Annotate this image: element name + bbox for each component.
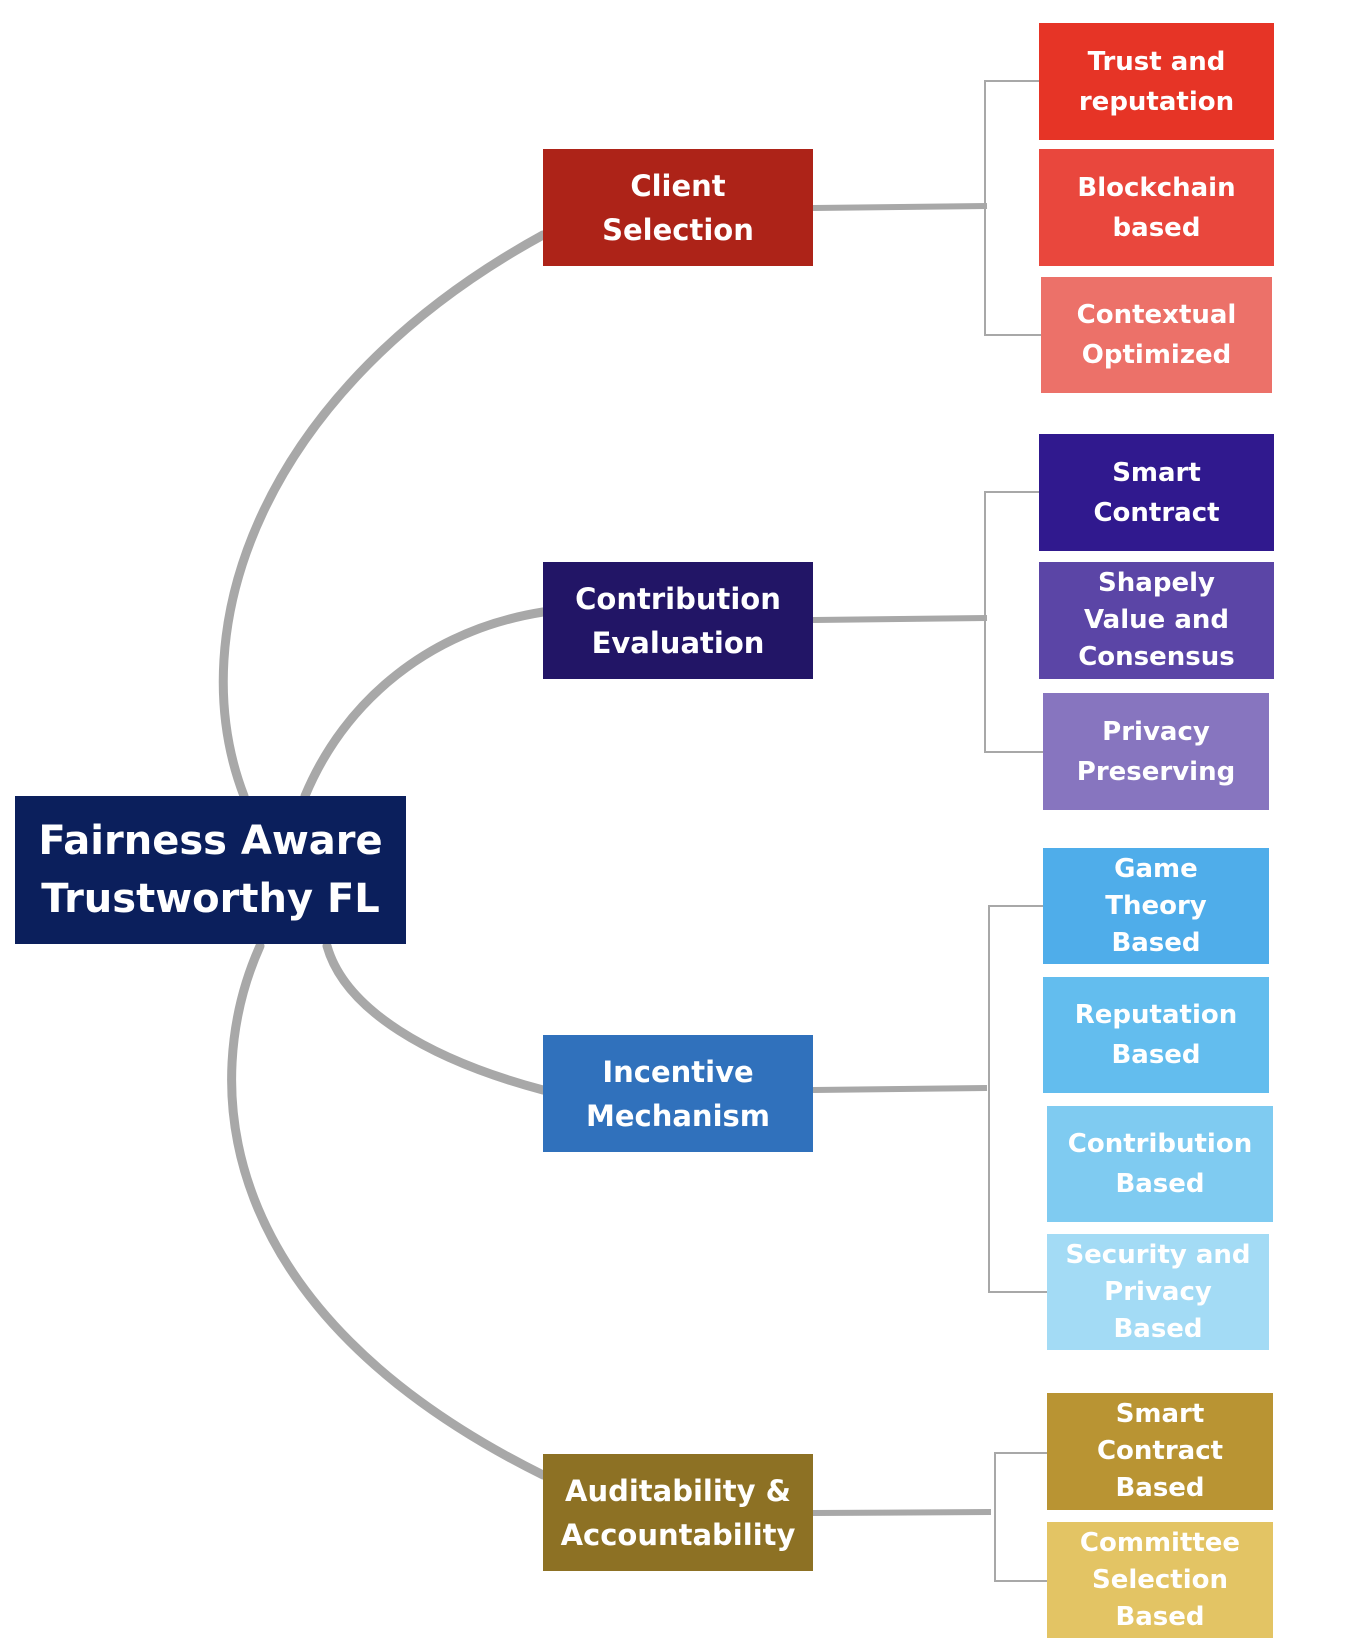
stem-client-selection bbox=[812, 203, 988, 211]
stem-auditability bbox=[812, 1509, 992, 1516]
leaf-blockchain-based: Blockchain based bbox=[1039, 149, 1274, 266]
bracket-incentive-mechanism bbox=[988, 905, 1047, 1293]
leaf-smart-contract: Smart Contract bbox=[1039, 434, 1274, 551]
category-incentive-mechanism: Incentive Mechanism bbox=[543, 1035, 813, 1152]
bracket-contribution-evaluation bbox=[984, 491, 1043, 753]
curve-root-to-incentive-mechanism bbox=[322, 941, 548, 1095]
category-client-selection: Client Selection bbox=[543, 149, 813, 266]
category-auditability-accountability: Auditability & Accountability bbox=[543, 1454, 813, 1571]
leaf-privacy-preserving: Privacy Preserving bbox=[1043, 693, 1269, 810]
curve-root-to-contribution-evaluation bbox=[300, 607, 548, 801]
leaf-trust-and-reputation: Trust and reputation bbox=[1039, 23, 1274, 140]
category-contribution-evaluation: Contribution Evaluation bbox=[543, 562, 813, 679]
leaf-contribution-based: Contribution Based bbox=[1047, 1106, 1273, 1222]
curve-root-to-auditability bbox=[227, 941, 548, 1480]
leaf-contextual-optimized: Contextual Optimized bbox=[1041, 277, 1272, 393]
leaf-committee-selection-based: Committee Selection Based bbox=[1047, 1522, 1273, 1638]
root-node: Fairness Aware Trustworthy FL bbox=[15, 796, 406, 944]
leaf-smart-contract-based: Smart Contract Based bbox=[1047, 1393, 1273, 1510]
stem-contribution-evaluation bbox=[812, 615, 988, 623]
leaf-shapely-value-and-consensus: Shapely Value and Consensus bbox=[1039, 562, 1274, 679]
leaf-reputation-based: Reputation Based bbox=[1043, 977, 1269, 1093]
stem-incentive-mechanism bbox=[812, 1085, 988, 1093]
curve-root-to-client-selection bbox=[218, 230, 548, 801]
bracket-client-selection bbox=[984, 80, 1041, 336]
leaf-security-and-privacy-based: Security and Privacy Based bbox=[1047, 1234, 1269, 1350]
bracket-auditability bbox=[994, 1452, 1047, 1582]
leaf-game-theory-based: Game Theory Based bbox=[1043, 848, 1269, 964]
